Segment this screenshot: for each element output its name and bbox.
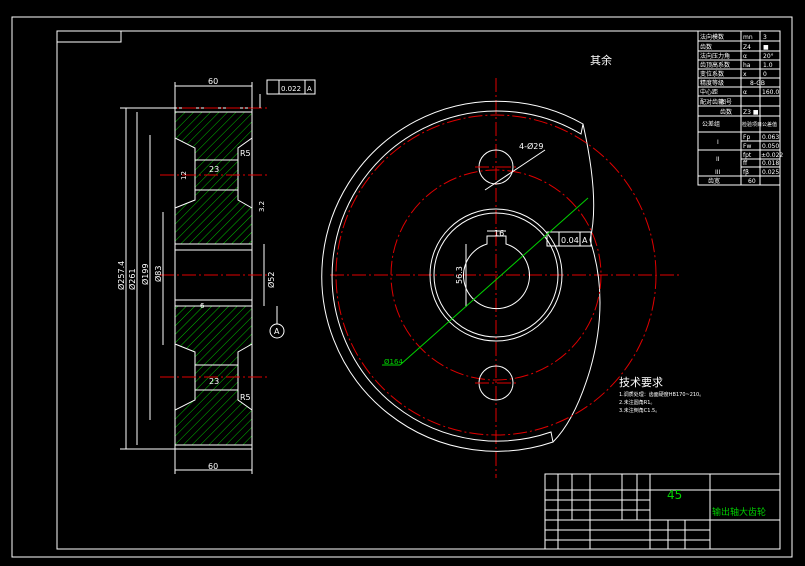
inner-frame xyxy=(56,30,781,550)
param-name-4: 变位系数 xyxy=(700,70,724,78)
param-name-1: 齿数 xyxy=(700,43,712,51)
roughness-3: 3.2 xyxy=(258,201,266,212)
group-2-sym-a: fpt xyxy=(743,152,752,159)
outer-frame xyxy=(11,16,793,558)
width-bottom-label: 60 xyxy=(208,462,218,471)
param-sym-8: 齿数 xyxy=(720,108,732,116)
group-1-sym-b: Fw xyxy=(743,143,751,150)
runout-frame xyxy=(546,231,592,247)
param-val-6: 160.0 xyxy=(762,89,779,96)
section-view xyxy=(120,79,316,474)
radius-top-label: R5 xyxy=(240,149,251,158)
pitch-dia-label: Ø164 xyxy=(384,358,403,366)
param-sym-3: ha xyxy=(743,62,751,69)
radius-bottom-label: R5 xyxy=(240,393,251,402)
corner-box xyxy=(56,30,122,43)
group-2-label: II xyxy=(716,156,720,163)
param-val-8: Z3 ■ xyxy=(743,109,759,116)
param-name-5: 精度等级 xyxy=(700,79,724,87)
hatch-lower xyxy=(174,305,253,446)
dia-root-label: Ø261 xyxy=(127,268,137,290)
roughness-6: 6 xyxy=(200,302,205,310)
param-table xyxy=(697,30,781,186)
param-sym-1: Z4 xyxy=(743,44,751,51)
width-23-bottom: 23 xyxy=(209,377,219,386)
runout-datum: A xyxy=(582,236,588,245)
dia-web-label: Ø199 xyxy=(140,263,150,285)
param-sym-0: mn xyxy=(743,34,753,41)
param-sym-4: x xyxy=(743,71,747,78)
param-name-0: 法向模数 xyxy=(700,33,724,41)
param-val-9: 公差值 xyxy=(762,121,777,128)
group-2-val-a: ±0.022 xyxy=(761,152,783,159)
datum-a-label: A xyxy=(274,327,280,336)
front-view xyxy=(321,78,680,478)
param-sym-2: α xyxy=(743,53,747,60)
group-3-label: III xyxy=(715,169,721,176)
param-val-3: 1.0 xyxy=(763,62,773,69)
tooth-width-label: 齿宽 xyxy=(708,177,720,185)
dia-bore-label: Ø52 xyxy=(266,272,276,288)
param-name-6: 中心距 xyxy=(700,88,718,96)
flatness-frame xyxy=(266,79,316,95)
param-val-4: 0 xyxy=(763,71,767,78)
material-label: 45 xyxy=(667,488,682,502)
keyway-depth-label: 56.3 xyxy=(455,266,464,284)
pitch-dim-line xyxy=(399,197,589,366)
gear-outline xyxy=(321,100,584,452)
param-val-5: 8-GB xyxy=(750,80,765,87)
keyway-width-label: 16 xyxy=(494,229,504,238)
part-name-label: 输出轴大齿轮 xyxy=(712,506,766,518)
param-val-1: ■ xyxy=(763,44,769,51)
title-block xyxy=(544,473,781,550)
flatness-value: 0.022 xyxy=(281,85,301,93)
flatness-datum: A xyxy=(307,85,312,93)
group-1-sym-a: Fp xyxy=(743,134,750,141)
group-2-val-b: 0.018 xyxy=(762,160,779,167)
param-val-0: 3 xyxy=(763,34,767,41)
width-23-top: 23 xyxy=(209,165,219,174)
tooth-width-val: 60 xyxy=(748,178,756,185)
param-name-3: 齿顶高系数 xyxy=(700,61,730,69)
dia-tip-label: Ø257.4 xyxy=(116,261,126,290)
group-1-val-b: 0.050 xyxy=(762,143,779,150)
surface-note: 其余 xyxy=(590,53,612,67)
group-3-sym-a: fβ xyxy=(743,169,749,176)
runout-value: 0.04 xyxy=(561,236,579,245)
tech-title: 技术要求 xyxy=(619,376,663,389)
param-sym-7: 图号 xyxy=(720,99,732,106)
param-val-2: 20° xyxy=(763,53,774,60)
width-top-label: 60 xyxy=(208,77,218,86)
group-1-label: I xyxy=(717,139,719,146)
param-sym-6: α xyxy=(743,89,747,96)
group-2-sym-b: ff xyxy=(743,160,748,167)
group-3-val-a: 0.025 xyxy=(762,169,779,176)
web-hole-label: 4-Ø29 xyxy=(519,141,543,151)
tech-note-3: 3.未注倒角C1.5。 xyxy=(619,407,660,414)
dia-hub-label: Ø83 xyxy=(153,266,163,282)
roughness-12: 12 xyxy=(180,171,188,180)
param-sym-9: 检验项目 xyxy=(742,121,762,128)
param-name-9: 公差组 xyxy=(702,120,720,128)
param-name-2: 法向压力角 xyxy=(700,52,730,60)
group-1-val-a: 0.063 xyxy=(762,134,779,141)
tech-note-2: 2.未注圆角R1。 xyxy=(619,399,655,406)
param-name-7: 配对齿轮 xyxy=(700,98,724,106)
tech-note-1: 1.调质处理：齿面硬度HB170~210。 xyxy=(619,391,704,398)
